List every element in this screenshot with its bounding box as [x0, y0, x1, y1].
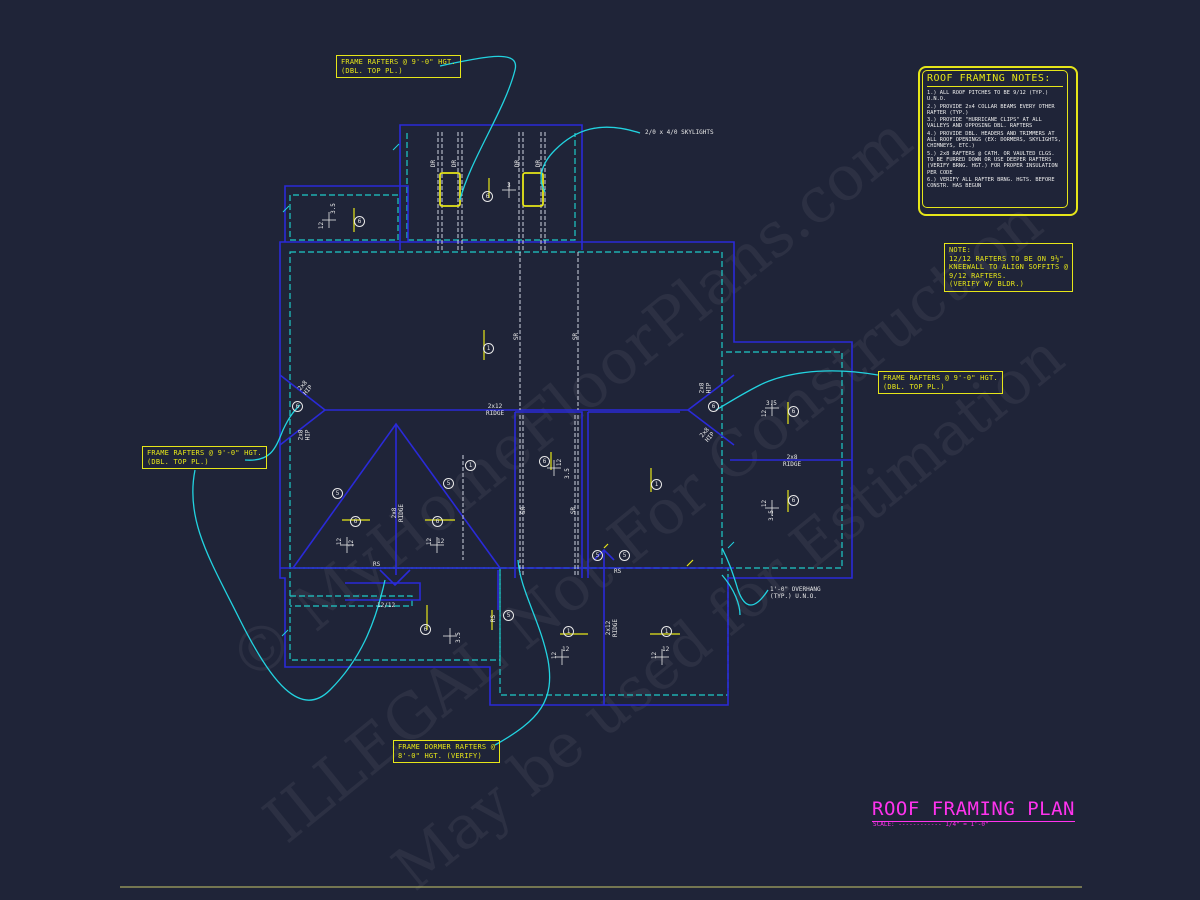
pitch-rise: 12 [348, 539, 356, 548]
marker-5-right: 5 [443, 478, 454, 489]
rs-center-label: RS [614, 568, 622, 575]
pitch-run: 12 [551, 651, 559, 660]
pitch-rise: 3.5 [563, 468, 571, 479]
dr-label-1: DR [430, 159, 438, 168]
marker-6-hip-right: 6 [708, 401, 719, 412]
marker-1-main: 1 [483, 343, 494, 354]
ridge-main-label: 2x12 RIDGE [486, 403, 505, 417]
note-item: 5.) 2x8 RAFTERS @ CATH. OR VAULTED CLGS.… [927, 150, 1058, 176]
callout-frame-rafters-right: FRAME RAFTERS @ 9'-0" HGT. (DBL. TOP PL.… [878, 371, 1003, 394]
roof-framing-notes: ROOF FRAMING NOTES: 1.) ALL ROOF PITCHES… [922, 70, 1068, 208]
pitch-rise: 12 [662, 646, 670, 653]
dr-label-2: DR [451, 159, 459, 168]
callout-frame-dormer-rafters: FRAME DORMER RAFTERS @ 8'-0" HGT. (VERIF… [393, 740, 501, 763]
roof-outlines [279, 124, 853, 706]
ridge-dormer-label: 2x8 RIDGE [391, 503, 406, 523]
hip-right-upper-label: 2x8 HIP [698, 382, 713, 394]
rs-left-label: RS [373, 561, 381, 568]
skylights [439, 172, 544, 207]
rafter-direction-marks [342, 178, 789, 635]
skylight-rafters [437, 132, 579, 575]
pitch-small-label: 12/12 [377, 602, 396, 609]
marker-5-lower-a: 5 [592, 550, 603, 561]
pitch-run: 12 [761, 409, 769, 418]
dr-label-3: DR [514, 159, 522, 168]
marker-6-hip-left: 6 [292, 401, 303, 412]
sr-label-3: SR [520, 506, 528, 515]
pitch-rise: 12 [562, 646, 570, 653]
pitch-rise: 3.5 [329, 203, 337, 214]
marker-6-lower-left: 6 [420, 624, 431, 635]
marker-6-dormer-right: 6 [432, 516, 443, 527]
note-item: 6.) VERIFY ALL RAFTER BRNG. HGTS. BEFORE… [927, 176, 1055, 190]
pitch-run: 12 [336, 537, 344, 546]
callout-kneewall-note: NOTE: 12/12 RAFTERS TO BE ON 9½" KNEEWAL… [944, 243, 1074, 292]
notes-title: ROOF FRAMING NOTES: [927, 73, 1063, 87]
marker-6-top-left: 6 [354, 216, 365, 227]
marker-1-lower-left: 1 [563, 626, 574, 637]
callout-frame-rafters-left: FRAME RAFTERS @ 9'-0" HGT. (DBL. TOP PL.… [142, 446, 267, 469]
note-item: 4.) PROVIDE DBL. HEADERS AND TRIMMERS AT… [927, 130, 1061, 150]
sr-label-4: SR [570, 506, 578, 515]
callout-frame-rafters-top: FRAME RAFTERS @ 9'-0" HGT. (DBL. TOP PL.… [336, 55, 461, 78]
pitch-rise: 3 [507, 182, 511, 189]
marker-1-lower-right: 1 [661, 626, 672, 637]
pitch-run: 12 [651, 651, 659, 660]
marker-6-dormer-center: 6 [539, 456, 550, 467]
ridge-right-label: 2x8 RIDGE [783, 454, 802, 468]
eave-lines [289, 133, 843, 696]
sr-label-2: SR [572, 332, 580, 341]
note-item: 1.) ALL ROOF PITCHES TO BE 9/12 (TYP.) U… [927, 90, 1049, 103]
pitch-run: 12 [761, 499, 769, 508]
rs-lower-label: RS [490, 614, 498, 623]
marker-1-center: 1 [465, 460, 476, 471]
marker-6-right-upper: 6 [788, 406, 799, 417]
drawing-scale: SCALE: ------------ 1/4" = 1'-0" [873, 821, 989, 828]
pitch-rise: 3.5 [766, 400, 777, 407]
marker-1-right: 1 [651, 479, 662, 490]
overhang-marks [281, 143, 735, 637]
pitch-rise: 3.5 [767, 510, 775, 521]
dr-label-4: DR [535, 159, 543, 168]
marker-6-dormer-left: 6 [350, 516, 361, 527]
sr-label-1: SR [513, 332, 521, 341]
marker-5-lower-c: 5 [503, 610, 514, 621]
callout-overhang: 1'-0" OVERHANG (TYP.) U.N.O. [770, 586, 821, 600]
roof-framing-notes-frame [918, 66, 1078, 216]
note-item: 3.) PROVIDE "HURRICANE CLIPS" AT ALL VAL… [927, 117, 1042, 130]
pitch-rise: 12 [556, 458, 564, 467]
pitch-run: 12 [318, 221, 326, 230]
marker-5-lower-b: 5 [619, 550, 630, 561]
pitch-rise: 12 [437, 538, 445, 545]
hip-left-lower-label: 2x8 HIP [297, 429, 312, 441]
pitch-symbols [322, 182, 779, 665]
marker-5-left: 5 [332, 488, 343, 499]
marker-6-skylight: 6 [482, 191, 493, 202]
marker-6-right-lower: 6 [788, 495, 799, 506]
notes-list: 1.) ALL ROOF PITCHES TO BE 9/12 (TYP.) U… [927, 90, 1063, 189]
callout-skylights: 2/0 x 4/0 SKYLIGHTS [645, 129, 714, 136]
ridge-lower-label: 2x12 RIDGE [605, 618, 620, 638]
note-item: 2.) PROVIDE 2x4 COLLAR BEAMS EVERY OTHER… [927, 103, 1055, 116]
pitch-run: 12 [426, 537, 434, 546]
drawing-title: ROOF FRAMING PLAN [872, 798, 1075, 822]
pitch-rise: 3.5 [454, 632, 462, 643]
